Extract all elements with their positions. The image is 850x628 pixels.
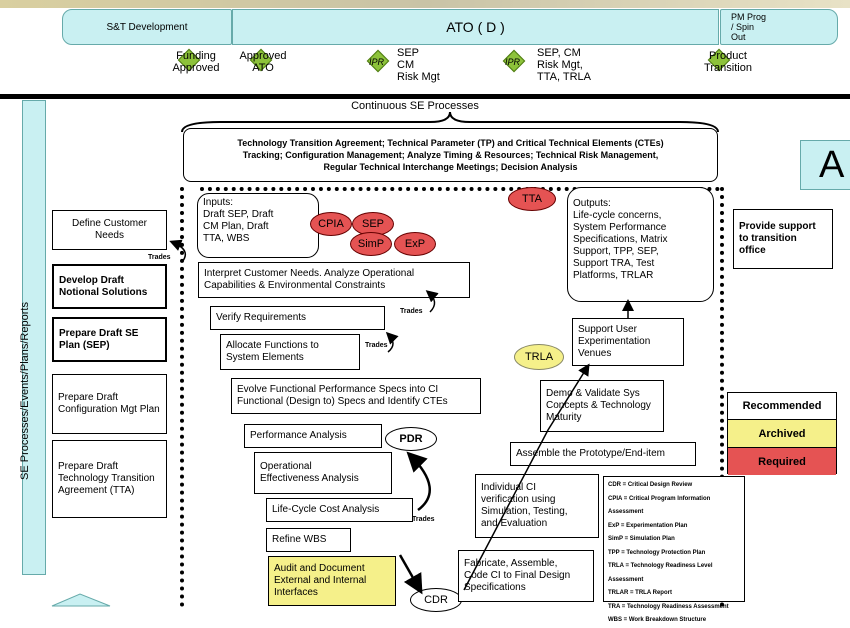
simp-oval: SimP [350, 232, 392, 256]
define-customer-needs: Define Customer Needs [52, 210, 167, 250]
life-cycle-cost-analysis: Life-Cycle Cost Analysis [266, 498, 413, 522]
cpia-oval: CPIA [310, 212, 352, 236]
prepare-draft-sep: Prepare Draft SE Plan (SEP) [52, 317, 167, 362]
ipr1-text: SEP CM Risk Mgt [397, 47, 440, 83]
prepare-draft-config-mgt-plan: Prepare Draft Configuration Mgt Plan [52, 374, 167, 434]
vertical-label: SE Processes/Events/Plans/Reports [19, 302, 31, 480]
acronym-item: CPIA = Critical Program Information Asse… [608, 495, 711, 516]
outputs-box: Outputs: Life-cycle concerns, System Per… [567, 187, 714, 302]
status-legend: Recommended Archived Required [727, 392, 837, 475]
verify-requirements: Verify Requirements [210, 306, 385, 330]
trades-label-1: Trades [400, 308, 423, 315]
continuous-brace [181, 111, 719, 133]
support-user-experimentation: Support User Experimentation Venues [572, 318, 684, 366]
legend-recommended: Recommended [728, 393, 836, 420]
vertical-label-bar: SE Processes/Events/Plans/Reports [19, 100, 46, 575]
phase-st-development: S&T Development [62, 9, 232, 45]
refine-wbs: Refine WBS [266, 528, 351, 552]
operational-effectiveness-analysis: Operational Effectiveness Analysis [254, 452, 392, 494]
continuous-se-title: Continuous SE Processes [351, 100, 479, 112]
individual-ci-verification: Individual CI verification using Simulat… [475, 474, 599, 538]
acronym-item: ExP = Experimentation Plan [608, 522, 688, 529]
ipr2-label: IPR [505, 57, 521, 67]
acronym-item: WBS = Work Breakdown Structure [608, 617, 707, 623]
milestone-product-transition-label: Product Transition [704, 50, 752, 74]
allocate-functions: Allocate Functions to System Elements [220, 334, 360, 370]
provide-support-transition-office: Provide support to transition office [733, 209, 833, 269]
acronym-legend: CDR = Critical Design Review CPIA = Crit… [603, 476, 745, 623]
prepare-draft-tta: Prepare Draft Technology Transition Agre… [52, 440, 167, 518]
interpret-customer-needs: Interpret Customer Needs. Analyze Operat… [198, 262, 470, 298]
phase-pm-prog: PM Prog / Spin Out [720, 9, 838, 45]
acronym-item: SimP = Simulation Plan [608, 536, 675, 542]
audit-and-document-interfaces: Audit and Document External and Internal… [268, 556, 396, 606]
top-strip [0, 0, 850, 8]
acronym-item: TRLAR = TRLA Report [608, 590, 672, 596]
dotted-frame-top [200, 187, 720, 191]
cdr-oval: CDR [410, 588, 462, 612]
demo-validate-sys-concepts: Demo & Validate Sys Concepts & Technolog… [540, 380, 664, 432]
legend-archived: Archived [728, 420, 836, 448]
trades-label-2: Trades [365, 342, 388, 349]
assemble-prototype: Assemble the Prototype/End-item [510, 442, 696, 466]
legend-required: Required [728, 448, 836, 475]
trades-label-3: Trades [412, 516, 435, 523]
fabricate-assemble-code-ci: Fabricate, Assemble, Code CI to Final De… [458, 550, 594, 602]
milestone-funding-label: Funding Approved [172, 50, 220, 74]
performance-analysis: Performance Analysis [244, 424, 382, 448]
section-letter-box: A [800, 140, 850, 190]
acronym-item: TRA = Technology Readiness Assessment [608, 603, 729, 610]
acronym-item: CDR = Critical Design Review [608, 482, 693, 488]
timeline-divider [0, 94, 850, 99]
bottom-arrow-shape [51, 593, 111, 607]
trades-label-left: Trades [148, 254, 171, 261]
ipr1-label: IPR [369, 57, 385, 67]
exp-oval: ExP [394, 232, 436, 256]
continuous-se-processes: Technology Transition Agreement; Technic… [183, 128, 718, 182]
inputs-box: Inputs: Draft SEP, Draft CM Plan, Draft … [197, 193, 319, 258]
evolve-functional-specs: Evolve Functional Performance Specs into… [231, 378, 481, 414]
phase-ato: ATO ( D ) [232, 9, 719, 45]
ipr2-text: SEP, CM Risk Mgt, TTA, TRLA [537, 47, 591, 83]
develop-draft-notional-solutions: Develop Draft Notional Solutions [52, 264, 167, 309]
trla-oval: TRLA [514, 344, 564, 370]
acronym-item: TPP = Technology Protection Plan [608, 549, 706, 556]
acronym-item: TRLA = Technology Readiness Level Assess… [608, 563, 713, 583]
pdr-oval: PDR [385, 427, 437, 451]
tta-oval: TTA [508, 187, 556, 211]
dotted-frame-left [180, 187, 184, 607]
milestone-approved-ato-label: Approved ATO [239, 50, 287, 74]
dotted-frame-right [720, 187, 724, 607]
